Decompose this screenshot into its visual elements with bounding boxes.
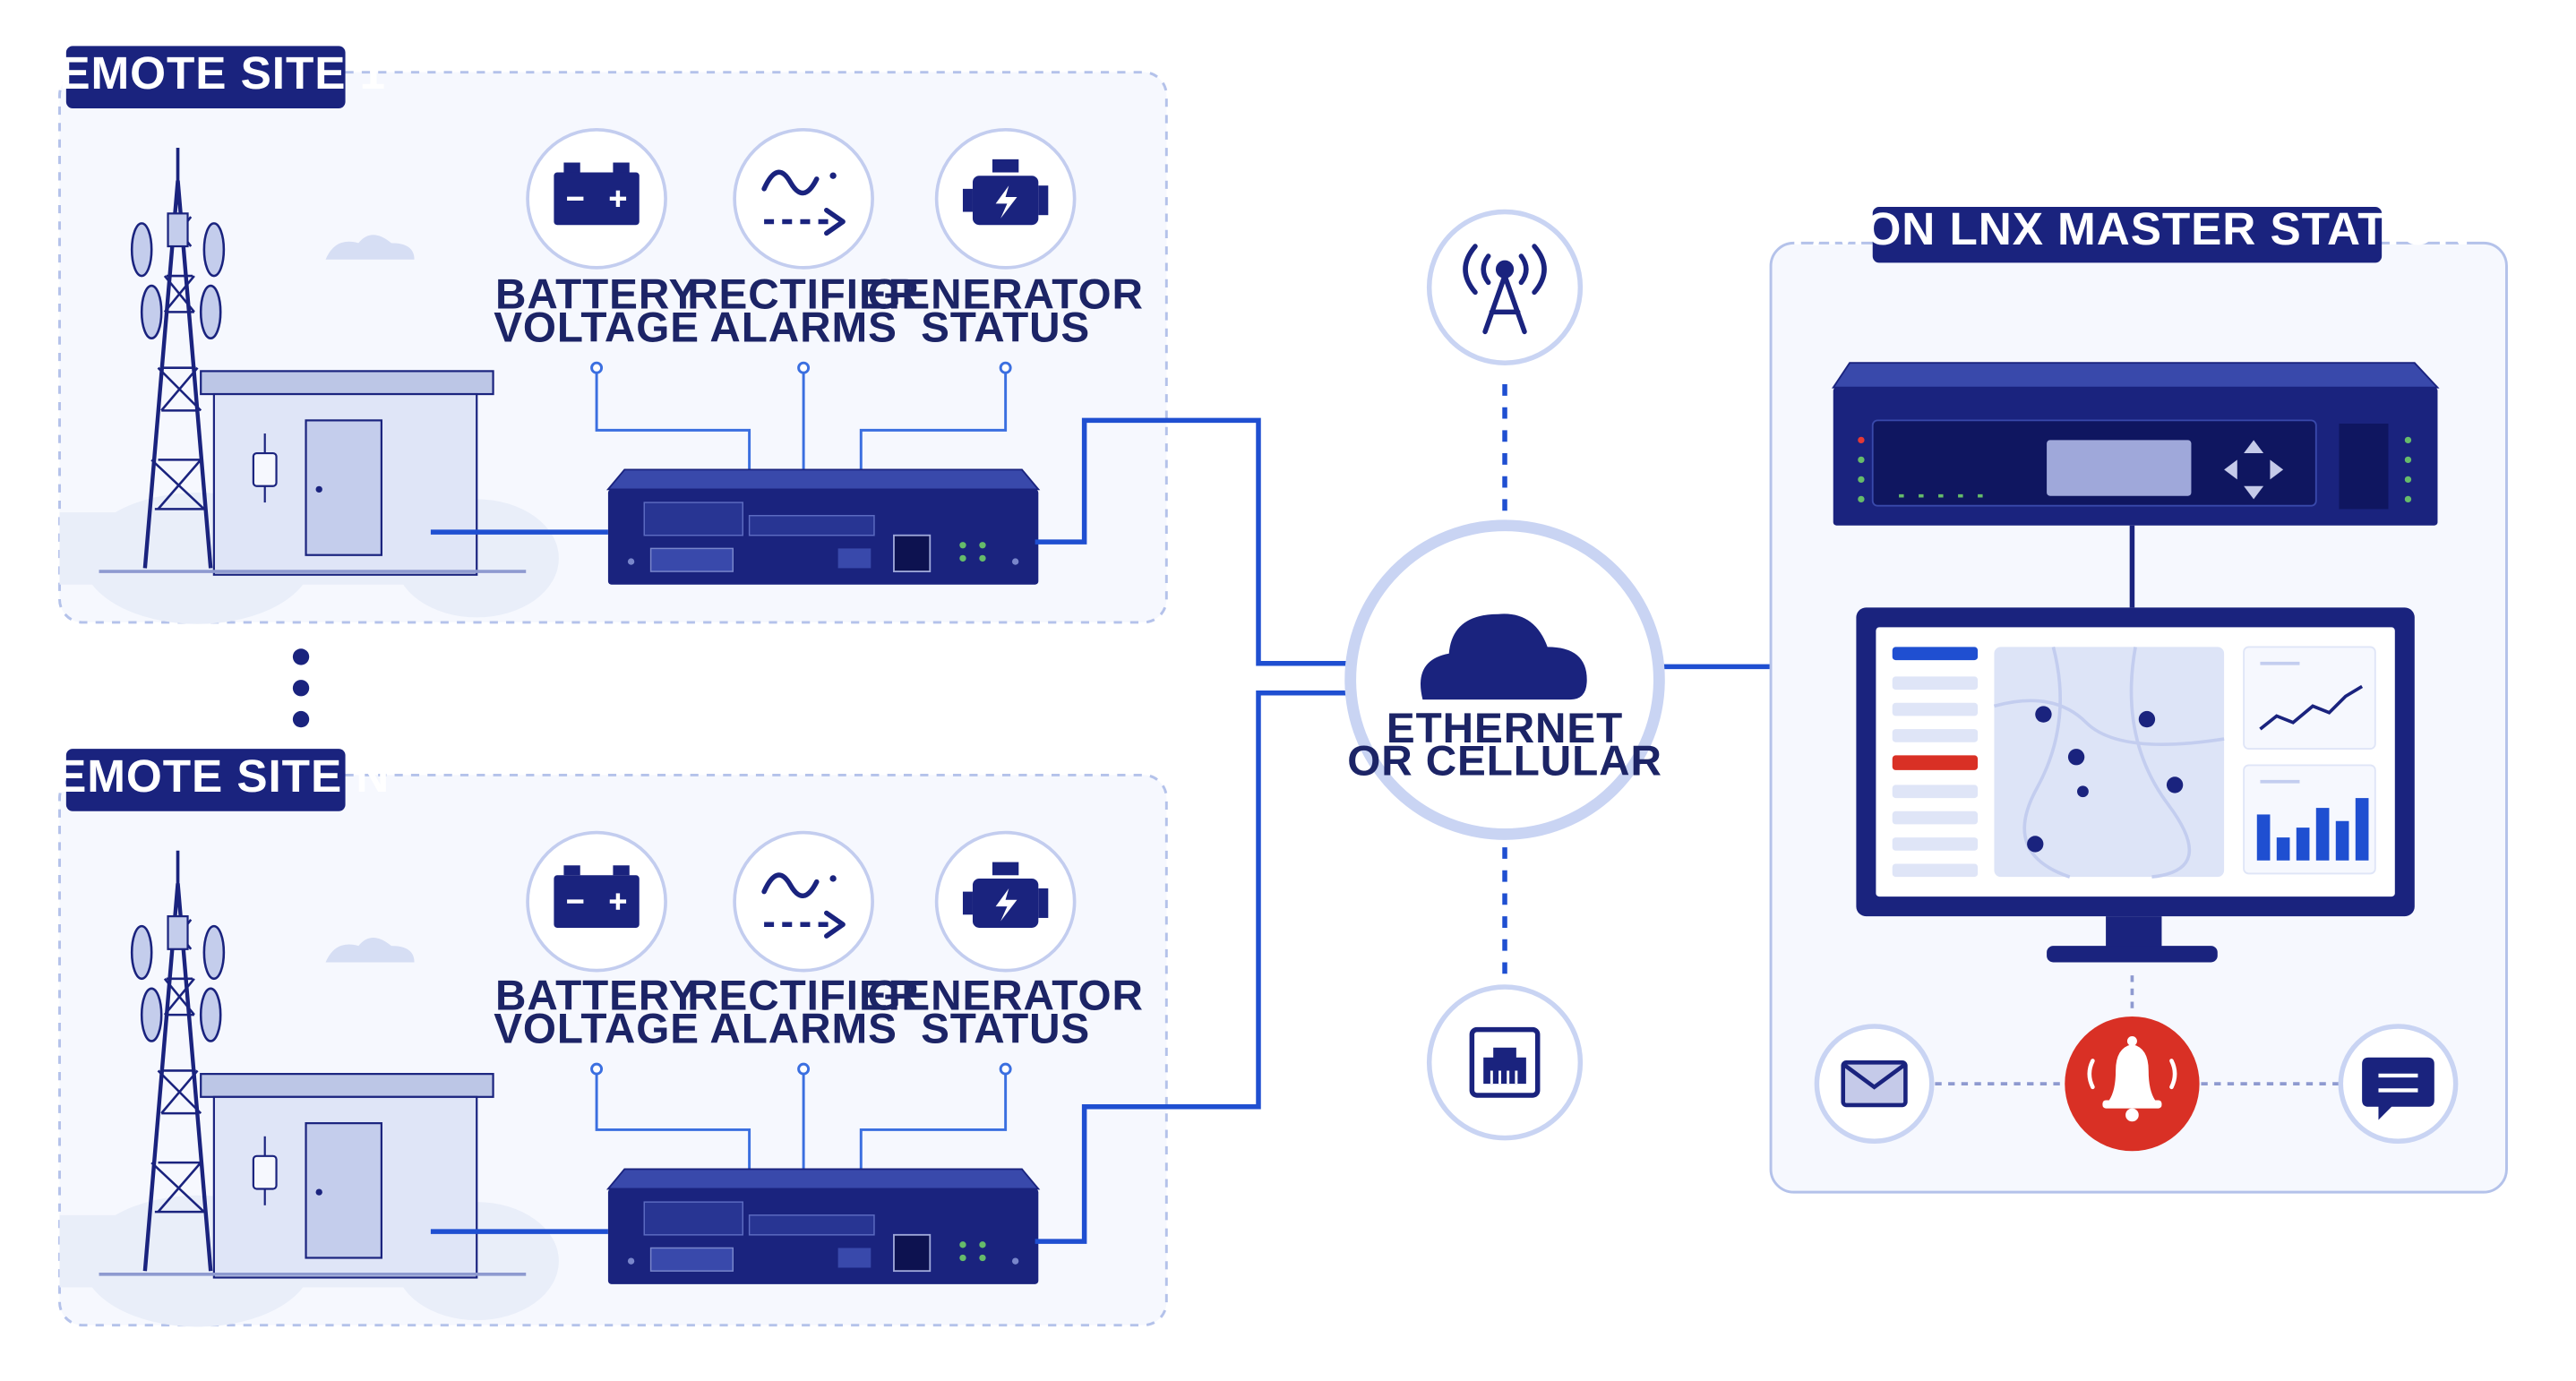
master-title-badge <box>1872 207 2383 263</box>
rtu-device <box>607 1168 1040 1285</box>
email-icon <box>1841 1060 1908 1108</box>
bar-chart-widget <box>2243 764 2376 875</box>
line-chart-widget <box>2243 646 2376 751</box>
cell-tower-icon <box>1463 244 1547 335</box>
sensor-wires <box>590 361 1012 490</box>
site-title: REMOTE SITE N <box>21 751 390 802</box>
lcd-display <box>2047 440 2192 496</box>
site-title-badge <box>65 46 346 109</box>
dashboard-monitor <box>1856 607 2415 963</box>
sensor-label-line2: ALARMS <box>709 1005 897 1052</box>
map-panel <box>1993 646 2225 879</box>
sensor-generator-status: GENERATOR STATUS <box>867 128 1143 351</box>
alarm-notification <box>2065 1016 2200 1152</box>
email-notification <box>1814 1024 1935 1145</box>
sensor-generator-status: GENERATOR STATUS <box>867 830 1143 1052</box>
site-title-badge <box>65 749 346 811</box>
sensor-battery-voltage: BATTERY VOLTAGE <box>494 830 700 1052</box>
sensor-label-line1: RECTIFIER <box>687 271 920 319</box>
network-hub: ETHERNET OR CELLULAR <box>1344 519 1665 840</box>
remote-site-1: REMOTE SITE 1 BATTERY VOLTAGE RECTIFIER … <box>25 46 1168 623</box>
master-title: T/MON LNX MASTER STATION <box>1783 203 2470 254</box>
master-station: T/MON LNX MASTER STATION <box>1769 203 2508 1194</box>
notification-links <box>1935 975 2340 1085</box>
cellular-node <box>1426 209 1584 365</box>
ethernet-node <box>1426 984 1584 1141</box>
master-hardware-unit <box>1832 362 2440 526</box>
cloud-icon <box>1420 613 1587 700</box>
alarm-row <box>1892 755 1979 770</box>
sensor-rectifier-alarms: RECTIFIER ALARMS <box>687 830 920 1052</box>
site-title: REMOTE SITE 1 <box>25 47 386 99</box>
more-sites-ellipsis <box>292 648 310 728</box>
sensor-label-line2: VOLTAGE <box>494 304 700 351</box>
network-links <box>1035 417 1772 1244</box>
sensor-label-line2: VOLTAGE <box>494 1005 700 1052</box>
sensor-label-line2: STATUS <box>921 304 1090 351</box>
rtu-device <box>607 468 1040 586</box>
sensor-label-line1: BATTERY <box>495 271 698 319</box>
ethernet-port-icon <box>1469 1026 1541 1098</box>
sensor-label-line1: RECTIFIER <box>687 973 920 1020</box>
sensor-rectifier-alarms: RECTIFIER ALARMS <box>687 128 920 351</box>
navigation-arrows-icon <box>2224 440 2284 500</box>
remote-site-n: REMOTE SITE N BATTERY VOLTAGE RECTIFIER … <box>21 749 1168 1326</box>
chat-message-icon <box>2362 1057 2434 1120</box>
sensor-label-line2: STATUS <box>921 1005 1090 1052</box>
network-label-line1: ETHERNET <box>1387 705 1623 752</box>
network-label-line2: OR CELLULAR <box>1347 737 1662 785</box>
sensor-battery-voltage: BATTERY VOLTAGE <box>494 128 700 351</box>
chat-notification <box>2338 1024 2459 1145</box>
alarm-bell-icon <box>2102 1035 2162 1122</box>
sensor-label-line1: GENERATOR <box>867 973 1143 1020</box>
sensor-label-line2: ALARMS <box>709 304 897 351</box>
sensor-label-line1: BATTERY <box>495 973 698 1020</box>
sensor-label-line1: GENERATOR <box>867 271 1143 319</box>
